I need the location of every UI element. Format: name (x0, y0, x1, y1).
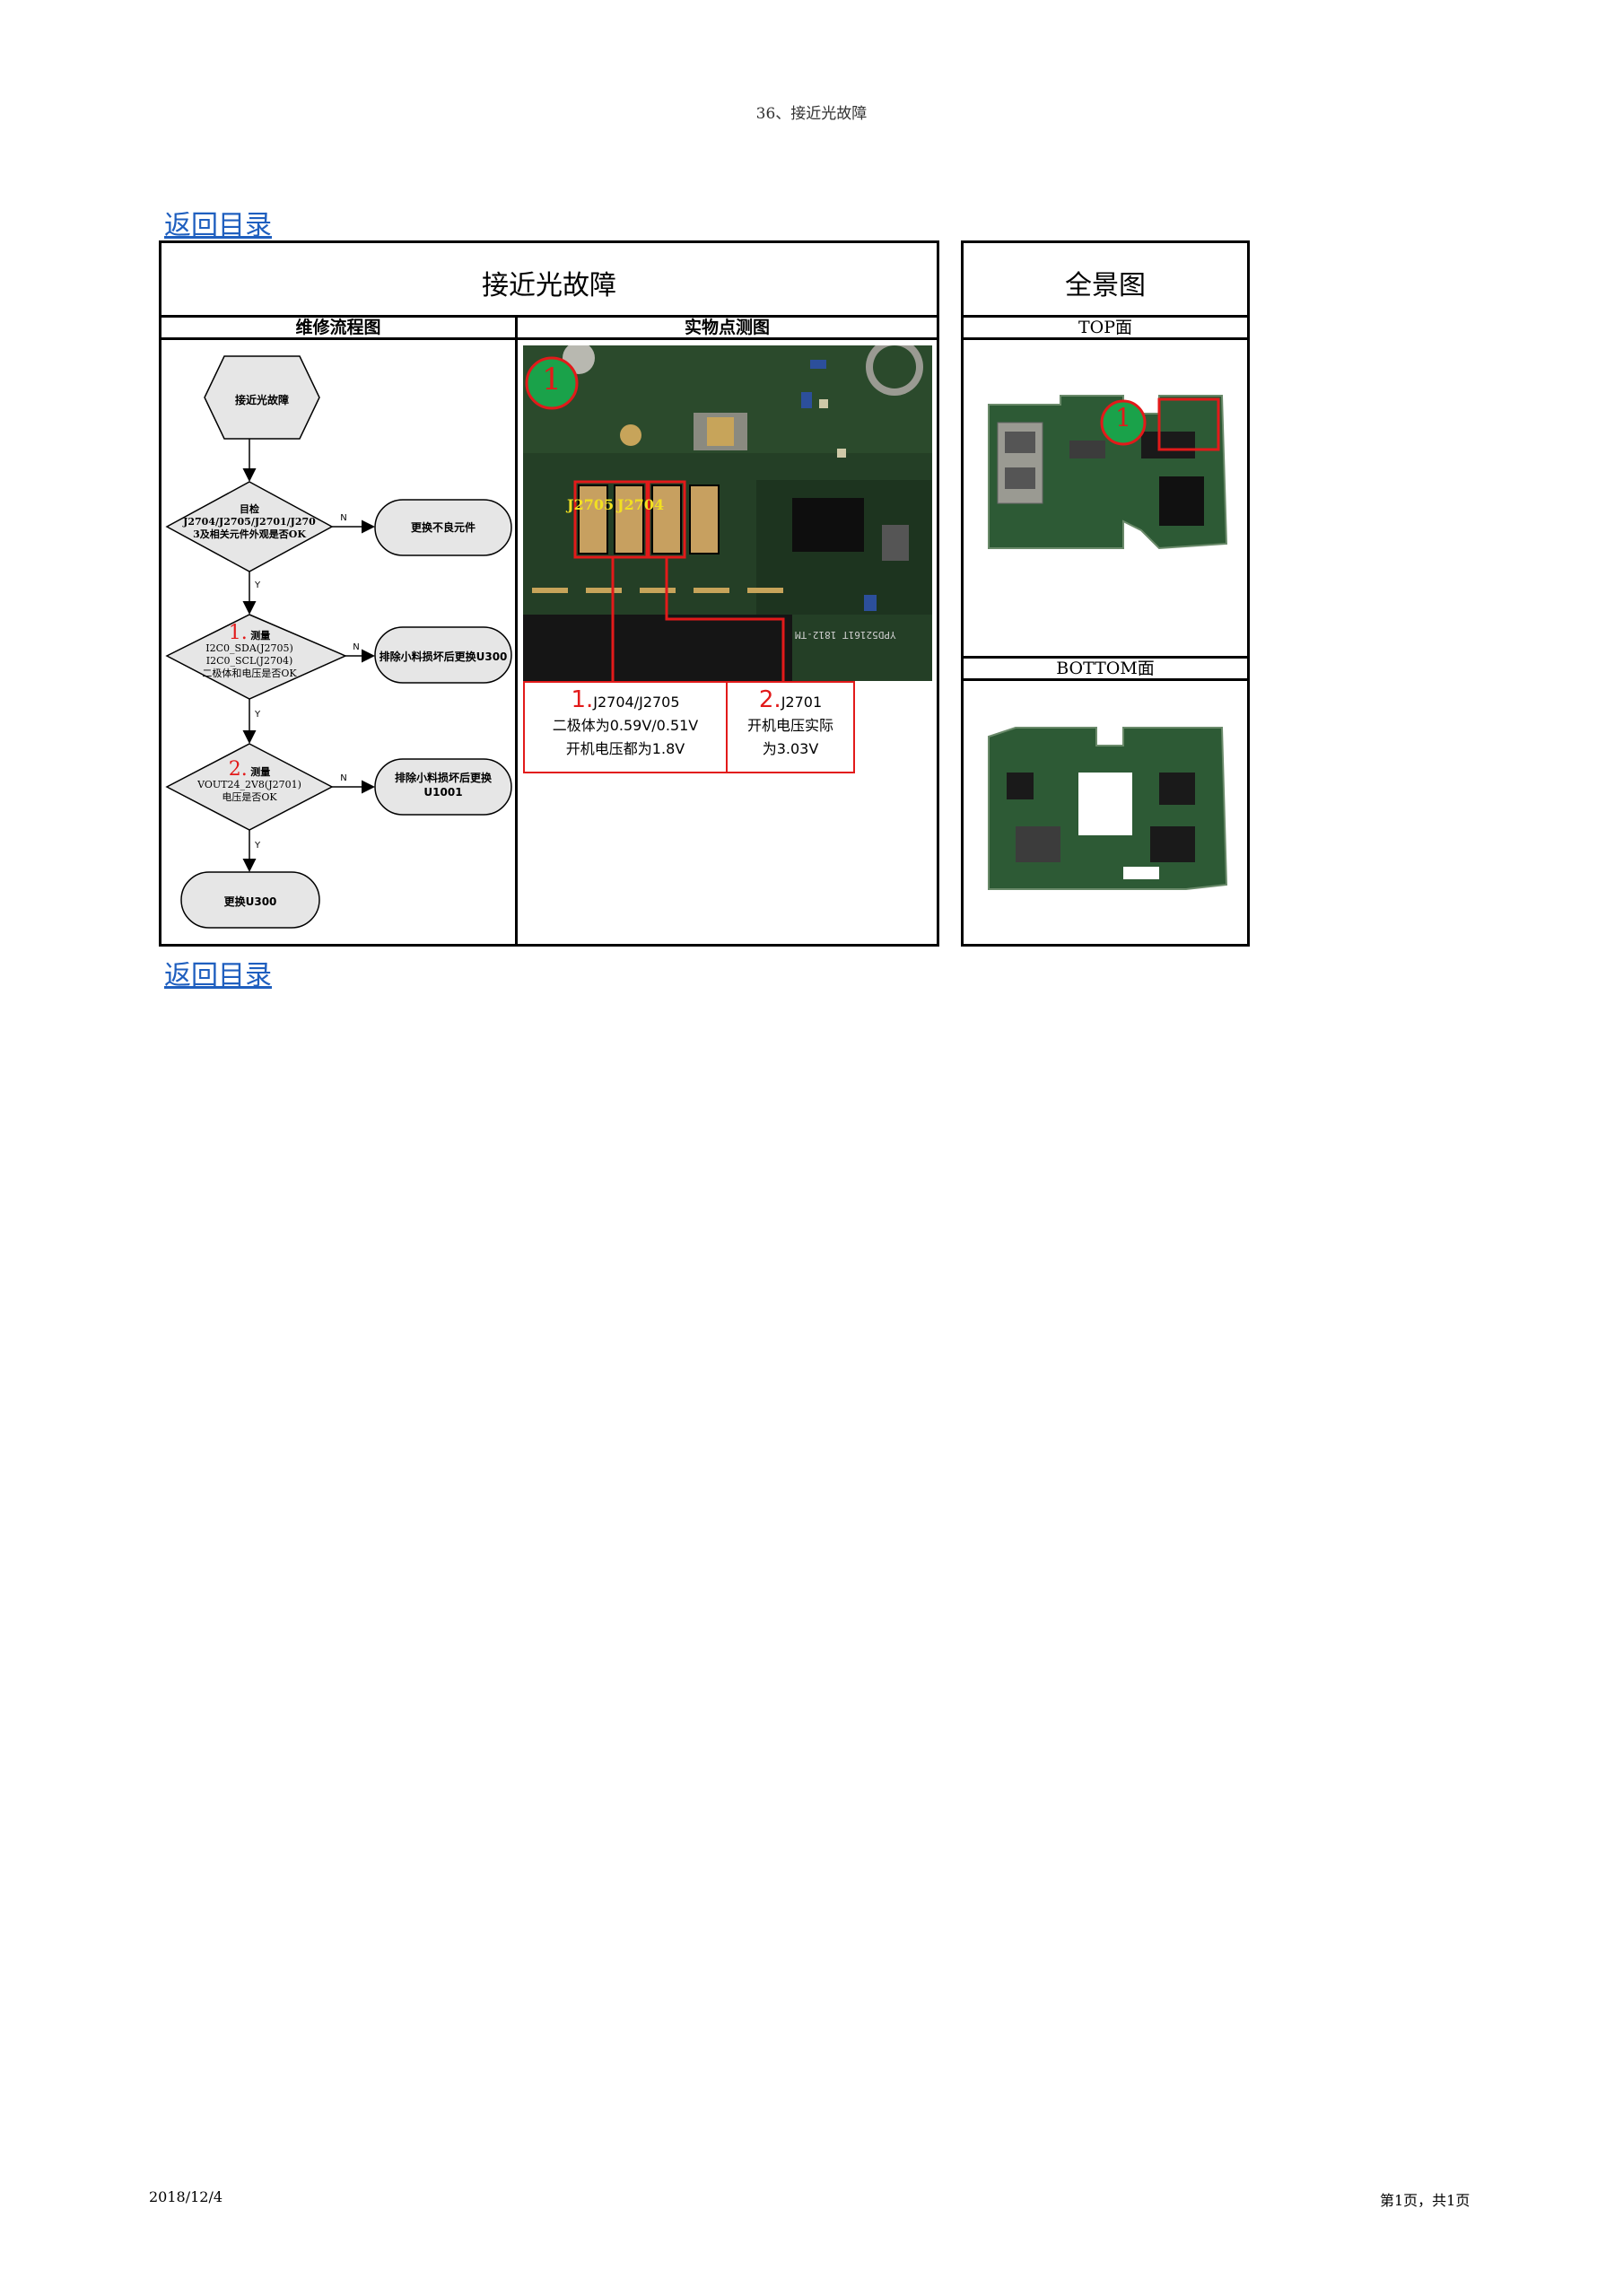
flow-start-label: 接近光故障 (234, 394, 289, 406)
flow-result3 (374, 758, 512, 816)
flow-check2-line3: I2C0_SCL(J2704) (205, 655, 293, 667)
flow-check3-text: 2. 测量 VOUT24_2V8(J2701) 电压是否OK (167, 760, 332, 804)
flowchart (165, 355, 512, 929)
flow-start-hexagon (204, 355, 320, 440)
board-bottom-photo (988, 727, 1228, 890)
note2-num: 2. (758, 686, 781, 713)
flow-check3-num: 2. (228, 758, 248, 781)
flow-yes-3: Y (254, 841, 261, 851)
note-box-1: 1.J2704/J2705 二极体为0.59V/0.51V 开机电压都为1.8V (523, 681, 728, 773)
flow-result2 (374, 626, 512, 684)
col-divider-top (515, 315, 518, 340)
main-title: 接近光故障 (482, 270, 616, 301)
col-divider (515, 340, 518, 944)
note2-line3: 为3.03V (762, 740, 819, 757)
flow-check3-line3: 电压是否OK (222, 791, 277, 803)
pcb-closeup-photo (523, 345, 932, 681)
note1-line3: 开机电压都为1.8V (565, 740, 685, 757)
note2-head: 2.J2701 (728, 688, 853, 714)
flow-check3-head: 2. 测量 (167, 760, 332, 780)
flow-check2-line4: 二极体和电压是否OK (202, 668, 297, 679)
flow-check2-line2: I2C0_SDA(J2705) (205, 642, 293, 654)
flow-check3-line2: VOUT24_2V8(J2701) (197, 779, 301, 790)
flow-yes-2: Y (254, 710, 261, 720)
page-header: 36、接近光故障 (755, 105, 868, 123)
flow-check2-label: 测量 (250, 630, 271, 642)
flow-check1-text: 目检 J2704/J2705/J2701/J270 3及相关元件外观是否OK (167, 503, 332, 541)
sub-header-row: 维修流程图 实物点测图 (161, 315, 937, 340)
back-to-toc-link-bottom[interactable]: 返回目录 (164, 960, 272, 991)
bottom-face-header: BOTTOM面 (964, 656, 1247, 681)
flow-check2-text: 1. 测量 I2C0_SDA(J2705) I2C0_SCL(J2704) 二极… (167, 624, 332, 680)
main-frame: 接近光故障 维修流程图 实物点测图 (159, 240, 939, 947)
footer-page: 第1页，共1页 (1380, 2192, 1470, 2209)
panorama-frame: 全景图 TOP面 BOTTOM面 1 (961, 240, 1250, 947)
note1-head: 1.J2704/J2705 (525, 688, 726, 714)
photo-marker-1: 1 (542, 362, 562, 397)
flow-col-header: 维修流程图 (295, 318, 381, 337)
flow-check2-num: 1. (228, 622, 248, 644)
note2-line2: 开机电压实际 (746, 717, 833, 734)
flow-no-3: N (340, 773, 347, 783)
flow-check1-line3: 3及相关元件外观是否OK (193, 528, 306, 540)
flow-no-2: N (353, 642, 360, 652)
flow-result1-label: 更换不良元件 (410, 521, 476, 534)
photo-col-header: 实物点测图 (684, 318, 770, 337)
note2-title: J2701 (781, 694, 823, 711)
label-j2705: J2705 (567, 496, 615, 513)
note1-line2: 二极体为0.59V/0.51V (552, 717, 699, 734)
flow-check3-label: 测量 (250, 766, 271, 778)
flow-no-1: N (340, 513, 347, 523)
back-to-toc-link-top[interactable]: 返回目录 (164, 210, 272, 241)
note1-num: 1. (571, 686, 594, 713)
top-marker-1: 1 (1115, 403, 1131, 432)
pcb-silkscreen-text: YPD52161T 1812-TM (795, 629, 896, 641)
panorama-title: 全景图 (1065, 270, 1146, 301)
top-face-header: TOP面 (964, 315, 1247, 340)
flow-yes-1: Y (254, 581, 261, 590)
footer-date: 2018/12/4 (149, 2188, 223, 2205)
flow-end (180, 871, 320, 929)
flow-check1-line1: 目检 (240, 503, 259, 515)
flow-check2-head: 1. 测量 (167, 624, 332, 643)
note-box-2: 2.J2701 开机电压实际 为3.03V (726, 681, 855, 773)
flow-end-label: 更换U300 (223, 895, 277, 908)
flow-check1-line2: J2704/J2705/J2701/J270 (183, 516, 316, 528)
flow-result1 (374, 499, 512, 556)
flow-result2-label: 排除小料损坏后更换U300 (379, 650, 508, 663)
flow-result3-label: 排除小料损坏后更换U1001 (394, 772, 492, 799)
note1-title: J2704/J2705 (593, 694, 680, 711)
label-j2704: J2704 (617, 496, 665, 513)
board-top-photo (988, 395, 1228, 550)
